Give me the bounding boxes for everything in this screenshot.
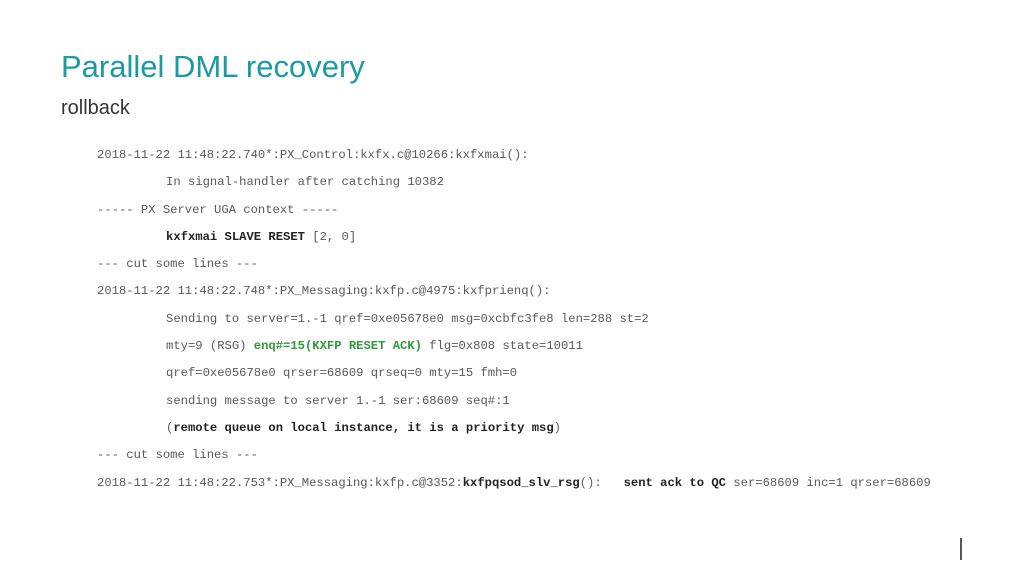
log-line-5: --- cut some lines --- (97, 257, 258, 272)
log-line-12: --- cut some lines --- (97, 448, 258, 463)
slv-rsg-prefix: 2018-11-22 11:48:22.753*:PX_Messaging:kx… (97, 475, 463, 490)
slave-reset-text: kxfxmai SLAVE RESET (166, 229, 305, 244)
slide-title: Parallel DML recovery (61, 49, 365, 84)
log-line-11: (remote queue on local instance, it is a… (97, 417, 997, 444)
log-line-9: qref=0xe05678e0 qrser=68609 qrseq=0 mty=… (166, 366, 518, 381)
flg-text: flg=0x808 state=10011 (421, 339, 583, 354)
trace-log: 2018-11-22 11:48:22.740*:PX_Control:kxfx… (97, 144, 997, 493)
paren-close: ) (553, 420, 561, 435)
log-line-4: kxfxmai SLAVE RESET [2, 0] (97, 226, 997, 253)
slv-rsg-suffix: ser=68609 inc=1 qrser=68609 (726, 475, 931, 490)
log-line-2: In signal-handler after catching 10382 (166, 175, 444, 190)
log-line-7: Sending to server=1.-1 qref=0xe05678e0 m… (166, 311, 649, 326)
slide-edge-bar (960, 538, 962, 560)
log-line-6: 2018-11-22 11:48:22.748*:PX_Messaging:kx… (97, 284, 551, 299)
log-line-13: 2018-11-22 11:48:22.753*:PX_Messaging:kx… (97, 472, 987, 493)
enq-highlight: enq#=15(KXFP RESET ACK) (253, 339, 422, 354)
slv-rsg-parens: (): (579, 475, 624, 490)
sent-ack-text: sent ack to QC (623, 475, 727, 490)
log-line-8: mty=9 (RSG) enq#=15(KXFP RESET ACK) flg=… (97, 335, 997, 362)
slide-subtitle: rollback (61, 97, 130, 119)
slave-reset-args: [2, 0] (304, 229, 357, 244)
mty-text: mty=9 (RSG) (166, 339, 254, 354)
log-line-10: sending message to server 1.-1 ser:68609… (166, 393, 510, 408)
priority-msg-text: remote queue on local instance, it is a … (173, 420, 554, 435)
slv-rsg-function: kxfpqsod_slv_rsg (462, 475, 580, 490)
log-line-1: 2018-11-22 11:48:22.740*:PX_Control:kxfx… (97, 148, 529, 162)
paren-open: ( (166, 420, 174, 435)
log-line-3: ----- PX Server UGA context ----- (97, 202, 339, 217)
